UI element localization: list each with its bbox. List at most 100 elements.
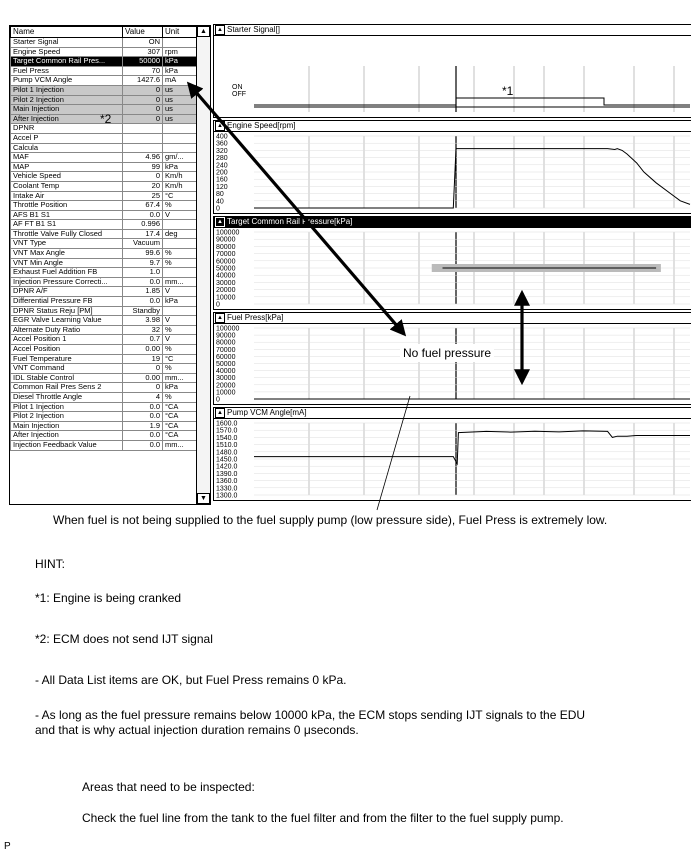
cell-unit: mm... bbox=[162, 372, 197, 384]
graph-title: Target Common Rail Pressure[kPa] bbox=[227, 217, 353, 226]
graph-title-bar: ▲Engine Speed[rpm] bbox=[214, 121, 691, 132]
cell-unit: °C bbox=[162, 353, 197, 365]
data-series bbox=[254, 148, 691, 209]
cell-unit: deg bbox=[162, 228, 197, 240]
cell-value: 99.6 bbox=[122, 248, 163, 259]
cell-unit: °C bbox=[162, 190, 197, 202]
collapse-arrow-icon[interactable]: ▲ bbox=[215, 121, 225, 131]
cell-value: 0.7 bbox=[122, 334, 163, 345]
cell-unit: kPa bbox=[162, 56, 197, 67]
cell-value: 32 bbox=[122, 324, 163, 336]
graph-title: Starter Signal[] bbox=[227, 25, 280, 34]
cell-value: 0 bbox=[122, 94, 163, 106]
cell-unit: °CA bbox=[162, 401, 197, 413]
marker-star2: *2 bbox=[100, 112, 112, 126]
collapse-arrow-icon[interactable]: ▲ bbox=[215, 408, 225, 418]
cell-value: 0 bbox=[122, 171, 163, 182]
cell-value: ON bbox=[122, 37, 163, 48]
cell-name: Throttle Position bbox=[10, 200, 123, 211]
y-tick-label: 360 bbox=[216, 141, 228, 148]
graph-title-bar: ▲Starter Signal[] bbox=[214, 25, 691, 36]
cell-value bbox=[122, 123, 163, 134]
cell-name: Fuel Press bbox=[10, 65, 123, 77]
cell-name: After Injection bbox=[10, 430, 123, 441]
graph-title-bar: ▲Target Common Rail Pressure[kPa] bbox=[214, 217, 691, 228]
data-list-scrollbar[interactable]: ▲ ▼ bbox=[196, 26, 210, 504]
column-header-unit[interactable]: Unit bbox=[162, 26, 197, 38]
scroll-down-icon[interactable]: ▼ bbox=[197, 493, 210, 504]
cell-unit: us bbox=[162, 104, 197, 115]
y-tick-label: 1300.0 bbox=[216, 493, 238, 500]
cell-unit: kPa bbox=[162, 382, 197, 393]
graph-title: Engine Speed[rpm] bbox=[227, 121, 296, 130]
y-tick-label: 1450.0 bbox=[216, 457, 238, 464]
column-header-value[interactable]: Value bbox=[122, 26, 163, 38]
cell-name: Pilot 1 Injection bbox=[10, 84, 123, 96]
cell-unit: rpm bbox=[162, 46, 197, 58]
table-row[interactable]: Calcula bbox=[10, 142, 197, 154]
y-tick-label: 60000 bbox=[216, 354, 236, 361]
cell-unit: % bbox=[162, 391, 197, 403]
cell-value: 0.996 bbox=[122, 219, 163, 230]
y-tick-label: 120 bbox=[216, 184, 228, 191]
cell-value: 0 bbox=[122, 382, 163, 393]
note-2b: and that is why actual injection duratio… bbox=[35, 723, 359, 737]
y-tick-label: 1540.0 bbox=[216, 435, 238, 442]
marker-star1: *1 bbox=[502, 84, 514, 98]
collapse-arrow-icon[interactable]: ▲ bbox=[215, 313, 225, 323]
table-row[interactable]: Accel P bbox=[10, 132, 197, 144]
cell-unit: kPa bbox=[162, 161, 197, 173]
column-header-name[interactable]: Name bbox=[10, 26, 123, 38]
collapse-arrow-icon[interactable]: ▲ bbox=[215, 25, 225, 35]
footer-p: P bbox=[4, 841, 11, 852]
scroll-up-icon[interactable]: ▲ bbox=[197, 26, 210, 37]
cell-unit: °CA bbox=[162, 411, 197, 422]
table-row[interactable]: DPNR Status Reju [PM]Standby bbox=[10, 305, 197, 317]
collapse-arrow-icon[interactable]: ▲ bbox=[215, 217, 225, 227]
cell-name: Accel P bbox=[10, 132, 123, 144]
cell-value: 67.4 bbox=[122, 200, 163, 211]
cell-unit: us bbox=[162, 94, 197, 106]
